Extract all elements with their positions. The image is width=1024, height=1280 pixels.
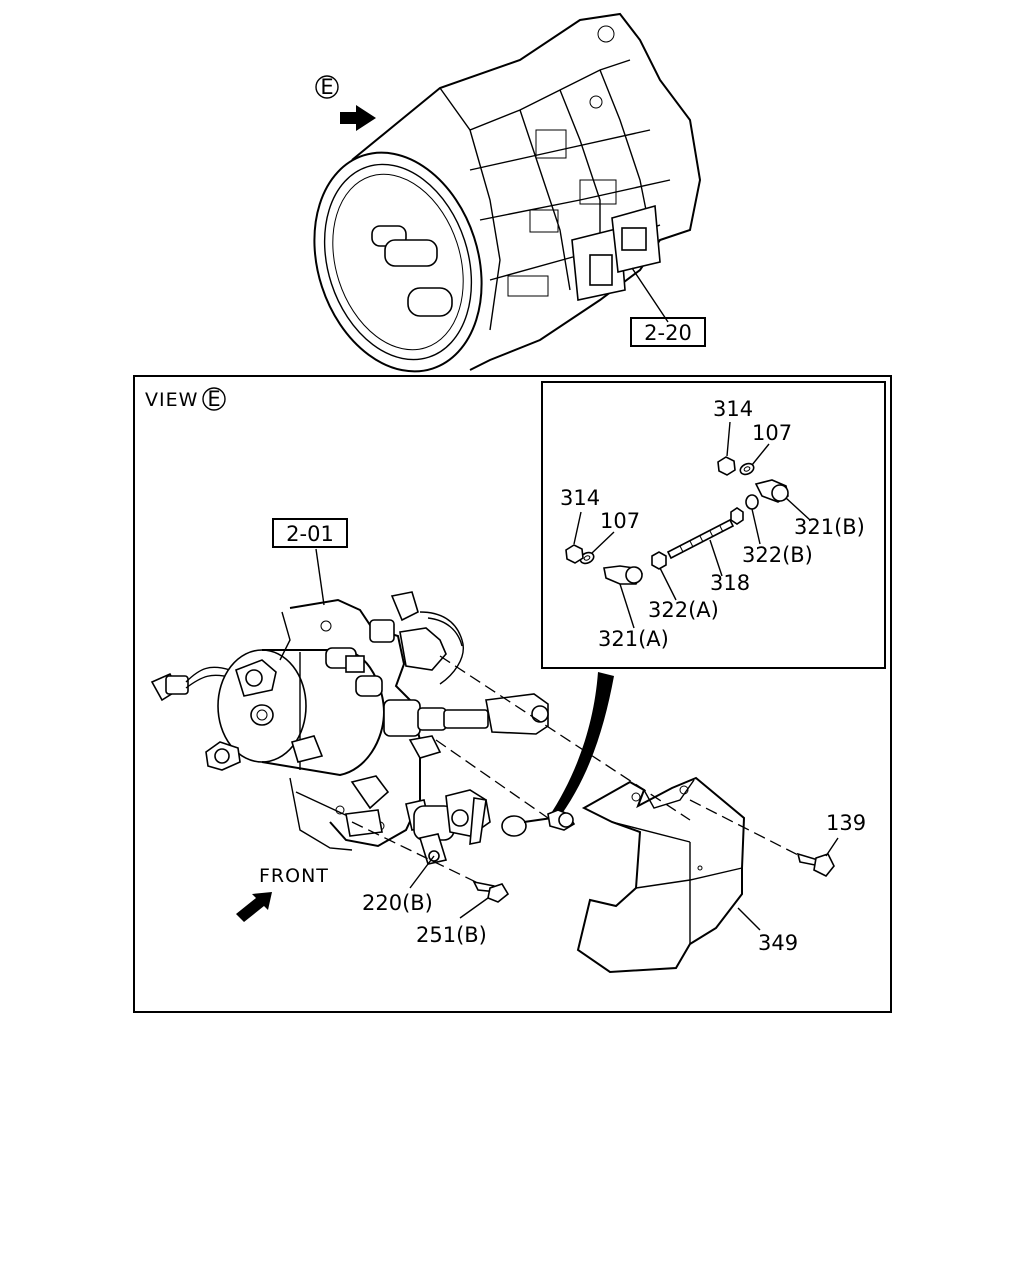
- callout-322a: 322(A): [648, 598, 719, 622]
- view-title-marker: E: [207, 387, 220, 411]
- alignment-line-lower: [351, 821, 481, 885]
- actuator-assembly-drawing: [150, 591, 576, 903]
- callout-321a: 321(A): [598, 627, 669, 651]
- front-arrow: [236, 892, 272, 922]
- ref-box-2-20: 2-20: [630, 317, 706, 347]
- callout-107-left: 107: [600, 509, 640, 533]
- callout-321b: 321(B): [794, 515, 865, 539]
- callout-139: 139: [826, 811, 866, 835]
- detail-view-frame: [133, 375, 892, 1013]
- alignment-line-right: [689, 799, 801, 857]
- callout-314-left: 314: [560, 486, 600, 510]
- callout-314-top: 314: [713, 397, 753, 421]
- transmission-drawing: [313, 12, 702, 373]
- callout-318: 318: [710, 571, 750, 595]
- ref-box-2-01-text: 2-01: [286, 522, 334, 546]
- alignment-line-upper: [439, 655, 691, 821]
- view-e-marker-text: E: [320, 75, 333, 99]
- front-label: FRONT: [259, 865, 329, 887]
- bracket-349-drawing: [576, 776, 746, 974]
- view-e-marker: E: [315, 75, 339, 99]
- callout-220b: 220(B): [362, 891, 433, 915]
- callout-251b: 251(B): [416, 923, 487, 947]
- view-title-text: VIEW: [145, 389, 198, 411]
- ref-box-2-20-text: 2-20: [644, 321, 692, 345]
- callout-107-top: 107: [752, 421, 792, 445]
- view-direction-arrow: [340, 105, 376, 131]
- ref-box-2-01: 2-01: [272, 518, 348, 606]
- bolt-139-drawing: [796, 837, 839, 878]
- callout-322b: 322(B): [742, 543, 813, 567]
- callout-349: 349: [758, 931, 798, 955]
- view-e-title: VIEW E: [145, 387, 226, 411]
- inset-pointer: [548, 672, 614, 822]
- inset-parts: [565, 421, 811, 629]
- inset-frame: [541, 381, 886, 669]
